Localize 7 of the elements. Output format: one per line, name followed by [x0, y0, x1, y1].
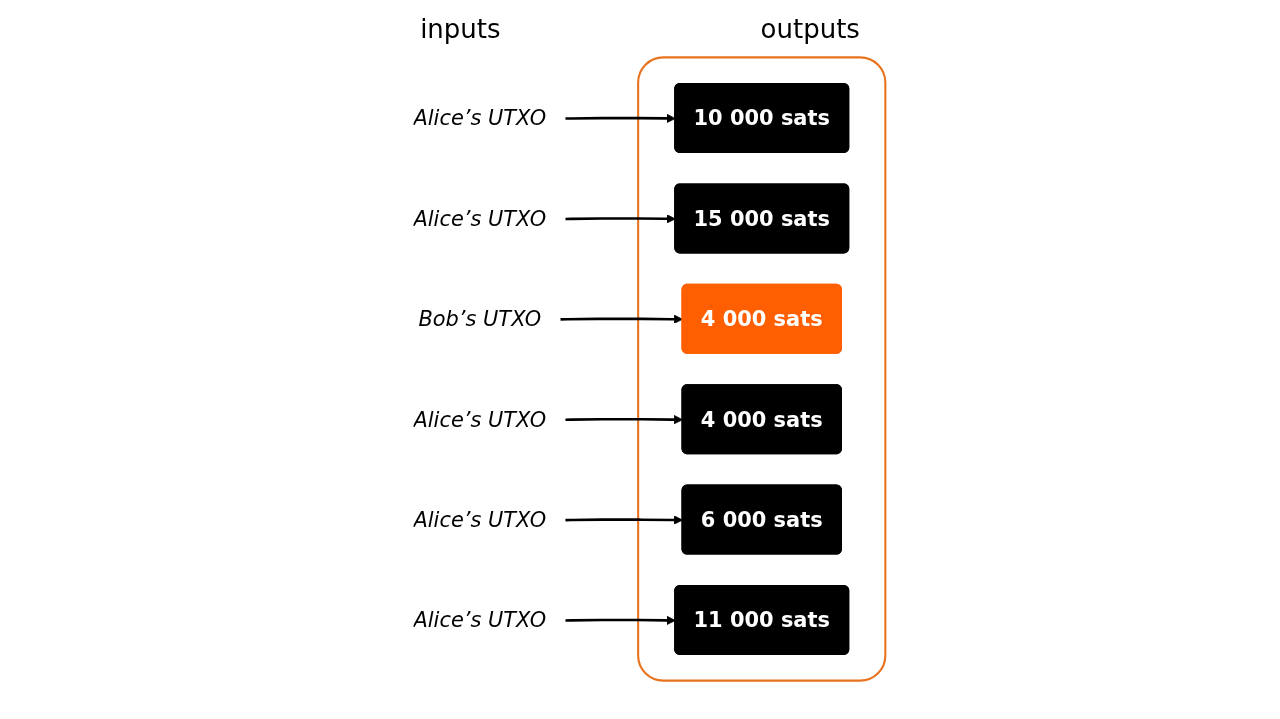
arrow — [565, 415, 683, 425]
arrow — [560, 314, 683, 324]
cluster — [637, 56, 887, 682]
node-text: Bob’s UTXO — [418, 306, 542, 332]
column-heading: outputs — [760, 14, 860, 44]
column-heading: inputs — [420, 14, 501, 44]
arrow — [565, 515, 683, 525]
